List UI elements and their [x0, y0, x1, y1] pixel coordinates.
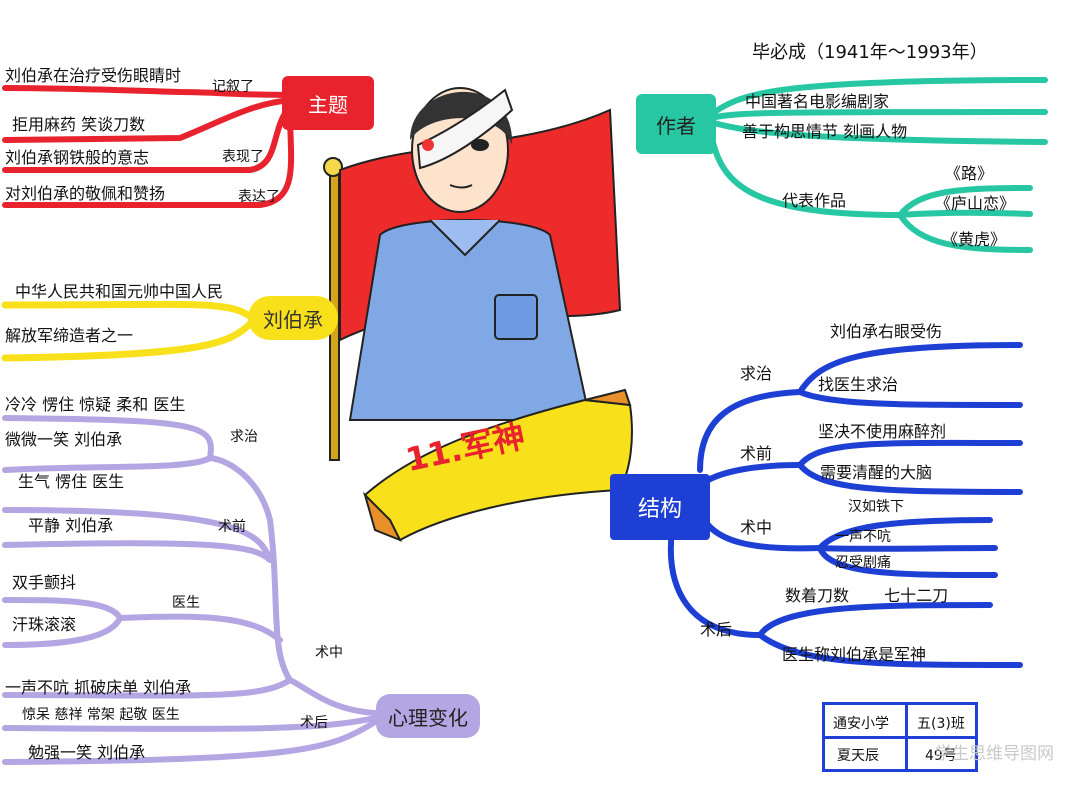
liu-label: 刘伯承: [263, 307, 323, 332]
psych-stage: 医生: [172, 595, 200, 611]
structure-item: 忍受剧痛: [835, 555, 891, 571]
author-label: 作者: [656, 113, 696, 138]
author-works-label: 代表作品: [782, 191, 847, 210]
signature-table: 通安小学 五(3)班 夏天辰 49号: [822, 702, 978, 772]
structure-node[interactable]: 结构: [610, 474, 710, 540]
theme-line: 对刘伯承的敬佩和赞扬: [5, 184, 166, 203]
signature-divider: [905, 705, 908, 769]
author-work: 《黄虎》: [942, 230, 1007, 249]
soldier: [348, 87, 592, 421]
structure-stage: 求治: [740, 364, 773, 383]
psych-line: 一声不吭 抓破床单 刘伯承: [5, 678, 192, 697]
structure-stage: 术前: [740, 444, 773, 463]
structure-item: 需要清醒的大脑: [820, 463, 933, 482]
center-illustration: [323, 87, 622, 461]
structure-item: 医生称刘伯承是军神: [782, 645, 927, 664]
author-line: 善于构思情节 刻画人物: [742, 122, 908, 141]
structure-item: 找医生求治: [818, 375, 899, 394]
psych-stage: 术中: [315, 645, 343, 661]
author-work: 《路》: [945, 164, 994, 183]
watermark: 学生思维导图网: [935, 744, 1054, 764]
psych-stage: 术后: [300, 715, 328, 731]
author-node[interactable]: 作者: [636, 94, 716, 154]
psych-line: 平静 刘伯承: [28, 516, 114, 535]
psych-line: 冷冷 愣住 惊疑 柔和 医生: [5, 395, 186, 414]
structure-item: 刘伯承右眼受伤: [830, 322, 943, 341]
theme-verb: 记叙了: [212, 79, 254, 95]
structure-label: 结构: [637, 497, 682, 522]
psych-node[interactable]: 心理变化: [376, 694, 480, 738]
theme-node[interactable]: 主题: [282, 76, 374, 130]
liu-line: 中华人民共和国元帅中国人民: [15, 282, 224, 301]
psych-line: 勉强一笑 刘伯承: [28, 743, 146, 762]
psych-line: 双手颤抖: [12, 573, 77, 592]
structure-stage: 术后: [700, 620, 733, 639]
psych-line: 汗珠滚滚: [12, 615, 77, 634]
liu-branch-lines: [1, 300, 256, 362]
title-ribbon: [362, 388, 633, 542]
author-work: 《庐山恋》: [935, 194, 1016, 213]
liu-node[interactable]: 刘伯承: [248, 296, 338, 340]
theme-line: 刘伯承钢铁般的意志: [5, 148, 150, 167]
psych-stage: 求治: [230, 429, 258, 445]
signature-name: 夏天辰: [837, 748, 879, 764]
signature-number: 49号: [925, 748, 957, 764]
psych-line: 生气 愣住 医生: [18, 472, 125, 491]
theme-label: 主题: [308, 92, 348, 117]
structure-item: 坚决不使用麻醉剂: [818, 422, 947, 441]
author-line: 毕必成（1941年～1993年）: [752, 42, 988, 63]
theme-verb: 表现了: [222, 149, 264, 165]
psych-line: 惊呆 慈祥 常架 起敬 医生: [22, 707, 180, 723]
structure-item: 一声不吭: [835, 529, 891, 545]
theme-line: 刘伯承在治疗受伤眼睛时: [5, 66, 182, 85]
psych-stage: 术前: [218, 519, 246, 535]
structure-item: 汉如铁下: [848, 499, 904, 515]
signature-class: 五(3)班: [917, 716, 965, 732]
psych-label: 心理变化: [388, 705, 468, 730]
theme-verb: 表达了: [238, 189, 280, 205]
structure-stage: 术中: [740, 518, 773, 537]
author-line: 中国著名电影编剧家: [745, 92, 890, 111]
psych-line: 微微一笑 刘伯承: [5, 430, 123, 449]
theme-line: 拒用麻药 笑谈刀数: [12, 115, 146, 134]
liu-line: 解放军缔造者之一: [5, 326, 134, 345]
psych-branch-lines: [2, 415, 378, 765]
structure-item: 数着刀数 七十二刀: [785, 586, 949, 605]
signature-divider: [825, 736, 975, 739]
signature-school: 通安小学: [833, 716, 889, 732]
